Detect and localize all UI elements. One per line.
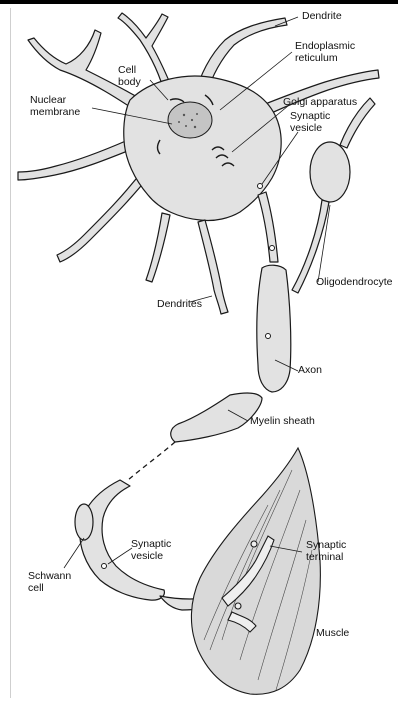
- label-synaptic-vesicle-top: Synaptic vesicle: [290, 110, 330, 134]
- label-axon: Axon: [298, 364, 322, 376]
- label-myelin-sheath: Myelin sheath: [250, 415, 315, 427]
- dendrite-lower-left: [57, 170, 150, 262]
- label-dendrite-top: Dendrite: [302, 10, 342, 22]
- label-oligodendrocyte: Oligodendrocyte: [316, 276, 392, 288]
- label-synaptic-terminal: Synaptic terminal: [306, 539, 346, 563]
- terminal-bouton-1: [251, 541, 257, 547]
- dendrite-bottom-left: [146, 213, 170, 282]
- label-endoplasmic-reticulum: Endoplasmic reticulum: [295, 40, 355, 64]
- myelin-segment-1: [257, 265, 291, 392]
- dendrite-bottom-right: [198, 220, 228, 314]
- schwann-cell-body: [75, 504, 93, 540]
- axon-hillock: [258, 192, 278, 262]
- myelin-segment-2: [171, 393, 262, 442]
- label-nuclear-membrane: Nuclear membrane: [30, 94, 80, 118]
- label-synaptic-vesicle-bottom: Synaptic vesicle: [131, 538, 171, 562]
- nucleus: [168, 102, 212, 138]
- axon-gap: [128, 442, 175, 480]
- label-golgi-apparatus: Golgi apparatus: [283, 96, 357, 108]
- dendrite-left: [18, 140, 130, 180]
- label-schwann-cell: Schwann cell: [28, 570, 71, 594]
- terminal-bouton-2: [235, 603, 241, 609]
- label-muscle: Muscle: [316, 627, 349, 639]
- label-dendrites: Dendrites: [157, 298, 202, 310]
- label-cell-body: Cell body: [118, 64, 141, 88]
- cell-body: [124, 76, 281, 220]
- oligodendrocyte-cell: [310, 142, 350, 202]
